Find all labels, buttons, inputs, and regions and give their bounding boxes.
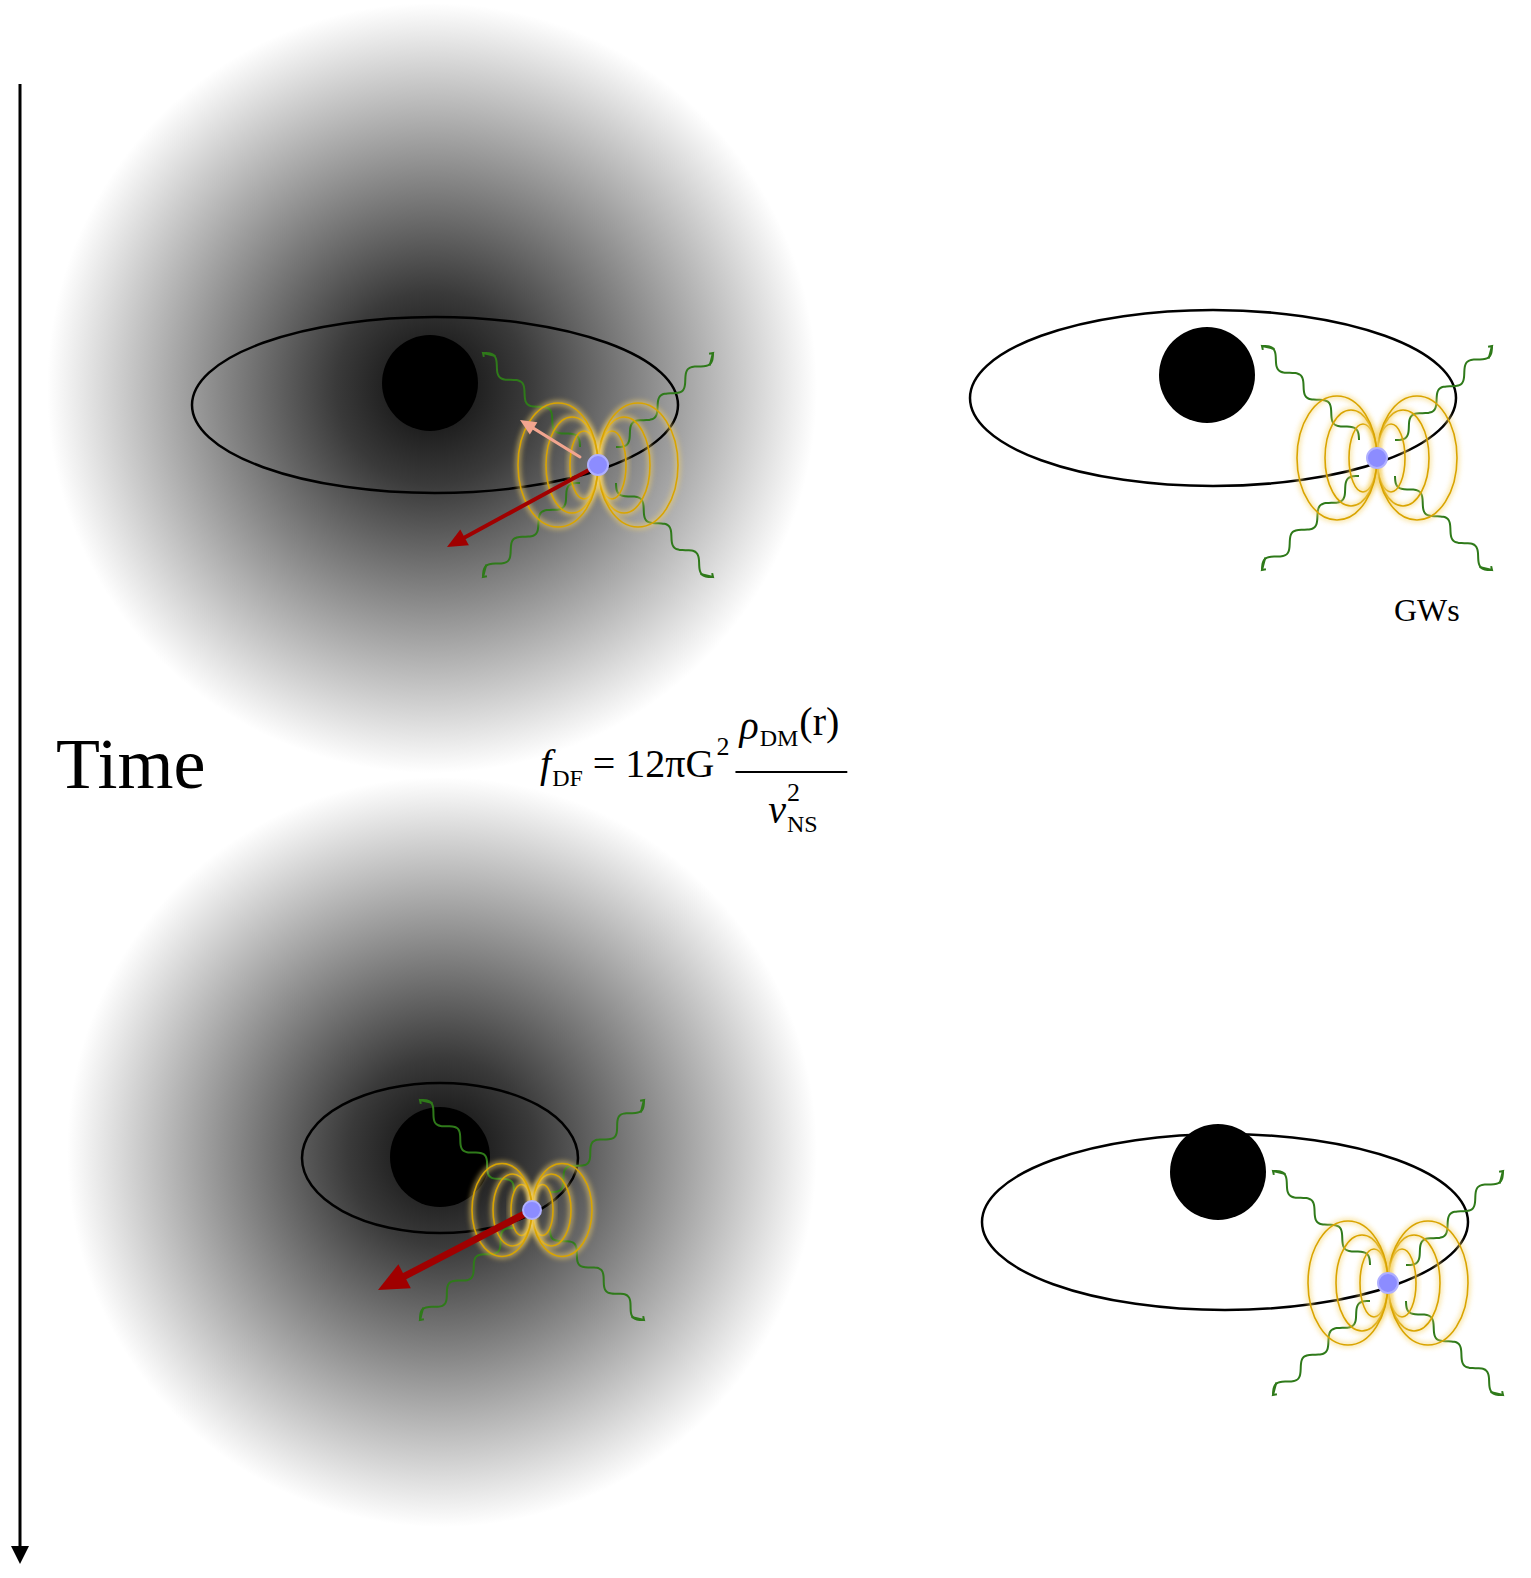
gravitational-wave: [1262, 476, 1359, 570]
formula-subscript: DF: [552, 766, 583, 790]
magnetic-field: [472, 1164, 592, 1257]
gravitational-wave: [1395, 346, 1492, 440]
magnetic-field: [518, 403, 678, 527]
magnetic-field: [1308, 1221, 1468, 1345]
gravitational-wave: [483, 483, 580, 577]
axis-label: Time: [56, 728, 205, 800]
neutron-star: [588, 455, 608, 475]
gravitational-wave: [1395, 476, 1492, 570]
dark-matter-halo: [47, 3, 817, 773]
fraction-bar: [735, 771, 847, 773]
gravitational-wave: [1262, 346, 1359, 440]
formula-subscript: NS: [787, 812, 818, 836]
gravitational-wave: [1406, 1171, 1503, 1265]
magnetic-field: [1297, 396, 1457, 520]
formula-subscript: DM: [760, 726, 799, 750]
formula-term: = 12πG: [593, 744, 715, 784]
formula-exponent: 2: [716, 734, 729, 760]
orbit: [302, 1083, 578, 1233]
force-arrow: [520, 420, 580, 457]
orbit: [970, 310, 1456, 486]
time-axis: [19, 84, 22, 1555]
gravitational-wave: [1273, 1301, 1370, 1395]
formula-exponent: 2: [787, 780, 800, 806]
black-hole: [1159, 327, 1255, 423]
black-hole: [382, 335, 478, 431]
gravitational-wave: [483, 353, 580, 447]
force-arrow: [447, 465, 598, 547]
force-arrow: [378, 1210, 532, 1290]
gravitational-wave: [616, 353, 713, 447]
neutron-star: [523, 1201, 541, 1219]
neutron-star: [1367, 448, 1387, 468]
formula-symbol: ρ: [739, 706, 758, 746]
formula-symbol: v: [768, 790, 786, 830]
gravitational-wave: [616, 483, 713, 577]
neutron-star: [1378, 1273, 1398, 1293]
gravitational-wave: [1406, 1301, 1503, 1395]
formula-symbol: f: [540, 744, 551, 784]
black-hole: [1170, 1124, 1266, 1220]
gravitational-wave: [1273, 1171, 1370, 1265]
formula-term: (r): [799, 702, 839, 742]
wave-label: GWs: [1394, 594, 1460, 626]
orbit: [192, 317, 678, 493]
dark-matter-halo: [67, 777, 817, 1527]
